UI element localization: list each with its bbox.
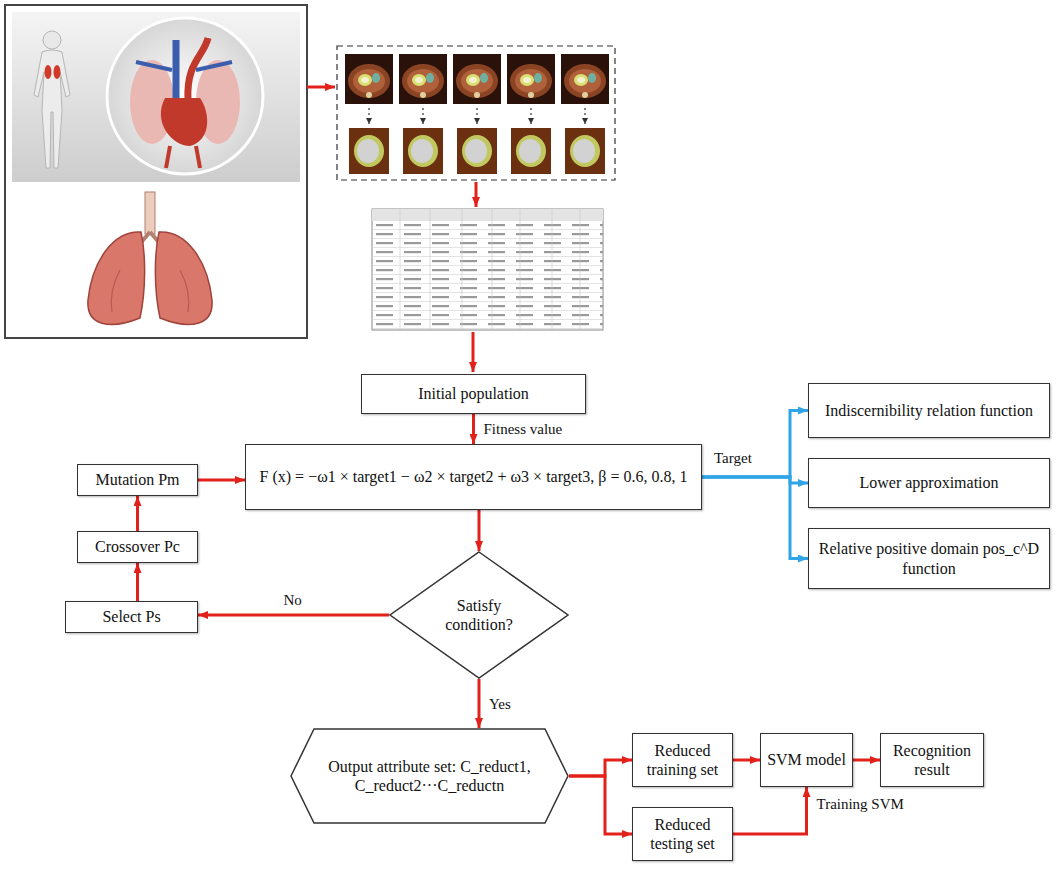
node-label: Crossover Pc [84, 537, 191, 556]
output-hexagon: Output attribute set: C_reduct1, C_reduc… [290, 728, 569, 824]
node-label: F (x) = −ω1 × target1 − ω2 × target2 + ω… [252, 467, 695, 486]
node-label: Mutation Pm [84, 470, 191, 489]
flow-arrow [136, 563, 139, 601]
edge-label: Training SVM [815, 795, 906, 813]
edge-label: Fitness value [482, 420, 565, 438]
node-label: SVM model [767, 750, 846, 769]
operator-box: Crossover Pc [77, 531, 198, 563]
node-label: Relative positive domain pos_c^D functio… [815, 539, 1043, 577]
node-text-group: F (x) = −ω1 × target1 − ω2 × target2 + ω… [246, 465, 701, 488]
flow-arrow [136, 496, 139, 531]
node-label: Indiscernibility relation function [815, 401, 1043, 420]
node-label: Recognition result [887, 741, 977, 779]
flow-arrow [702, 477, 808, 559]
flow-arrow [198, 479, 245, 482]
node-label: Select Ps [72, 607, 191, 626]
flow-arrow [472, 414, 475, 444]
node-label: Reduced testing set [639, 815, 726, 853]
target-box: Lower approximation [808, 458, 1050, 508]
target-box: Indiscernibility relation function [808, 383, 1050, 438]
result-box: Recognition result [880, 733, 984, 787]
operator-box: Mutation Pm [77, 464, 198, 496]
edge-label: Target [712, 449, 754, 467]
flow-arrow [478, 679, 481, 728]
flow-arrow [569, 760, 632, 776]
flow-arrow [569, 776, 632, 834]
diamond-outline [389, 551, 569, 679]
fitness-box: F (x) = −ω1 × target1 − ω2 × target2 + ω… [245, 444, 702, 510]
node-text-group: Reduced training set [633, 739, 732, 781]
node-label: Lower approximation [815, 473, 1043, 492]
node-text-group: Crossover Pc [78, 535, 197, 558]
node-text-group: Output attribute set: C_reduct1, C_reduc… [290, 753, 569, 799]
data-box: Reduced training set [632, 733, 733, 787]
node-text-group: Mutation Pm [78, 468, 197, 491]
node-text-group: Relative positive domain pos_c^D functio… [809, 537, 1049, 579]
data-box: Reduced testing set [632, 807, 733, 861]
node-label: Initial population [368, 384, 579, 403]
node-text-group: Satisfy condition? [427, 596, 531, 634]
node-text-group: Select Ps [66, 605, 197, 628]
node-text-group: SVM model [761, 748, 852, 771]
operator-box: Select Ps [65, 601, 198, 633]
node-text-group: Recognition result [881, 739, 983, 781]
flow-arrow [702, 411, 808, 478]
flow-arrow [853, 759, 880, 762]
node-label: Satisfy condition? [427, 596, 531, 634]
flow-arrow [733, 787, 807, 834]
edge-label: Yes [487, 695, 513, 713]
process-box: Initial population [361, 374, 586, 414]
target-box: Relative positive domain pos_c^D functio… [808, 528, 1050, 589]
flow-arrow [478, 510, 481, 551]
node-text-group: Initial population [362, 382, 585, 405]
hexagon-outline [290, 728, 569, 824]
decision-diamond: Satisfy condition? [389, 551, 569, 679]
edge-label: No [282, 591, 304, 609]
node-label: Output attribute set: C_reduct1, C_reduc… [318, 757, 541, 795]
node-text-group: Indiscernibility relation function [809, 399, 1049, 422]
flow-arrow [733, 759, 760, 762]
node-text-group: Reduced testing set [633, 813, 732, 855]
model-box: SVM model [760, 733, 853, 787]
node-text-group: Lower approximation [809, 471, 1049, 494]
flow-arrow [198, 614, 389, 617]
node-label: Reduced training set [639, 741, 726, 779]
